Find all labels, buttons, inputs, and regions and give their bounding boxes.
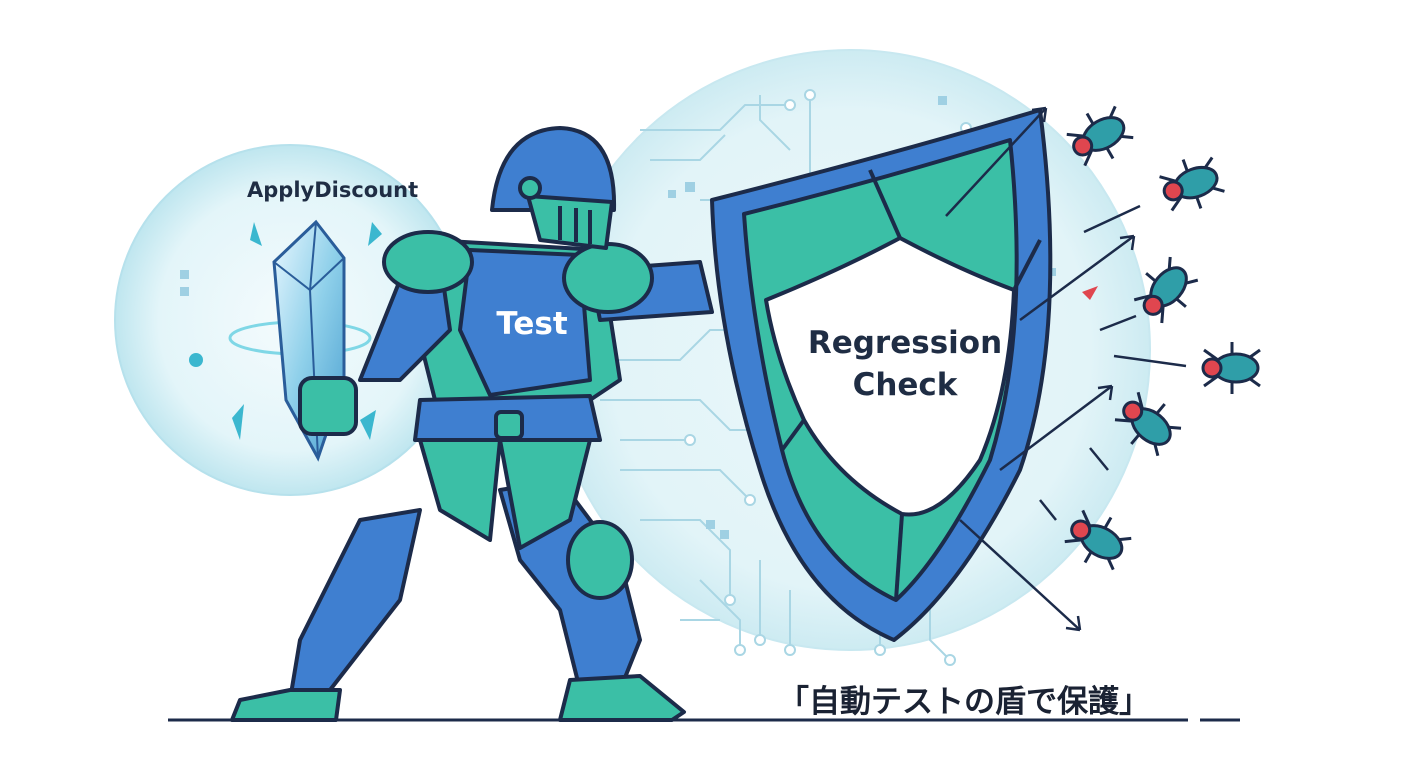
armor-label: Test [496,306,568,342]
shield-icon [710,108,1053,642]
bug-icon [1133,256,1199,324]
bug-icon [1064,509,1132,571]
bug-icon [1114,391,1182,457]
bug-icon [1159,156,1225,212]
caption-text: 「自動テストの盾で保護」 [778,684,1150,720]
function-name-label: ApplyDiscount [247,178,419,202]
spark-icon [1082,286,1098,300]
bug-icon [1066,105,1134,167]
bug-icon [1201,342,1261,394]
shield-label-line1: Regression [807,325,1003,361]
deflection-arrows [945,106,1187,632]
armored-knight-icon [230,126,714,722]
shield-label: Regression Check [780,322,1030,406]
shield-label-line2: Check [852,367,958,403]
